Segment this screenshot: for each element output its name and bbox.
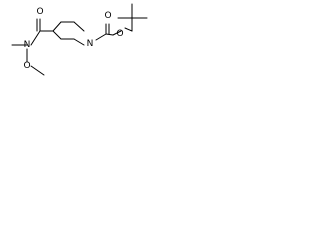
bond-ring-6 (73, 21, 85, 32)
bond-ring-3 (52, 30, 62, 40)
atom-o-amide: O (36, 7, 43, 17)
atom-o-ether: O (116, 29, 123, 39)
bond-camide-n (30, 30, 41, 46)
bond-o-tbu (124, 27, 133, 32)
bond-c-oether (112, 30, 122, 36)
atom-o-carbonyl-top: O (104, 11, 111, 21)
bond-o-methyl (30, 65, 45, 76)
molecule-diagram: N O O O N O (11, 3, 148, 76)
atom-n-ring: N (87, 39, 94, 49)
bond-n-c (95, 33, 107, 41)
bond-ring-4 (52, 21, 62, 32)
bond-ring-1 (73, 38, 85, 46)
atom-n-amide: N (24, 40, 31, 50)
structure-canvas: N O O O N O (0, 0, 159, 81)
atom-o-methoxy: O (23, 61, 30, 71)
bond-c-o2 (105, 33, 114, 36)
